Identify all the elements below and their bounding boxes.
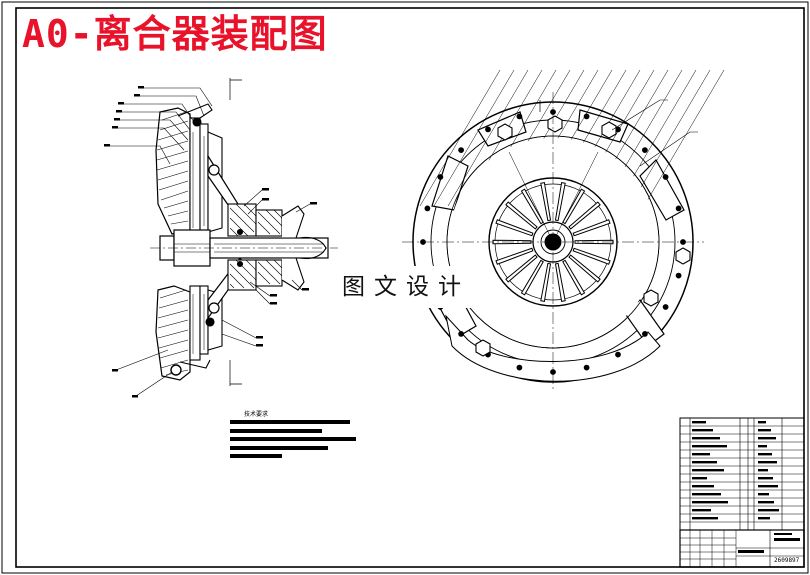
cover-bolt-hole xyxy=(424,205,431,212)
cover-bolt-hole xyxy=(662,304,669,310)
diaphragm-finger xyxy=(572,219,611,237)
input-shaft xyxy=(150,229,338,267)
cover-bolt-hole xyxy=(615,351,621,358)
diaphragm-finger xyxy=(554,262,566,302)
diaphragm-finger xyxy=(568,254,601,283)
cover-bolt-hole xyxy=(642,331,648,337)
cover-bolts xyxy=(420,109,686,375)
diaphragm-finger xyxy=(495,219,534,237)
cover-bolt-hole xyxy=(583,113,590,120)
diaphragm-finger xyxy=(562,259,586,296)
cover-bolt-hole xyxy=(642,147,648,154)
cover-bolt-hole xyxy=(485,126,491,133)
cover-bolt-hole xyxy=(458,331,465,337)
cover-bolt-hole xyxy=(516,113,523,120)
diaphragm-spring xyxy=(207,153,245,320)
diaphragm-finger xyxy=(568,201,601,230)
diaphragm-fingers xyxy=(492,182,614,302)
release-bearing xyxy=(227,203,327,291)
parts-list xyxy=(679,417,805,531)
diaphragm-finger xyxy=(520,259,544,296)
hex-nuts xyxy=(475,115,691,357)
cover-bolt-hole xyxy=(662,174,669,180)
diaphragm-finger xyxy=(540,262,552,302)
cover-bolt-hole xyxy=(437,174,444,180)
clutch-section-view xyxy=(104,78,338,398)
cover-bolt-hole xyxy=(516,364,523,371)
cover-bolt-hole xyxy=(675,272,682,279)
cover-bolt-hole xyxy=(458,147,465,154)
drawing-title: A0-离合器装配图 xyxy=(22,12,328,56)
watermark-label: 图文设计 xyxy=(332,266,480,308)
flywheel-section xyxy=(155,107,191,381)
technical-requirements xyxy=(230,420,356,458)
diaphragm-finger xyxy=(495,247,534,265)
cover-bolt-hole xyxy=(583,364,590,371)
title-block xyxy=(679,529,805,568)
diaphragm-finger xyxy=(540,182,552,222)
diaphragm-finger xyxy=(562,188,586,225)
diaphragm-finger xyxy=(554,182,566,222)
clutch-front-view xyxy=(402,70,725,392)
drawing-number: 2609897 xyxy=(774,557,800,564)
leader-lines xyxy=(108,87,311,397)
diaphragm-finger xyxy=(520,188,544,225)
parts-list-fill xyxy=(692,421,779,520)
tech-requirements-title: 技术要求 xyxy=(244,411,269,418)
diaphragm-finger xyxy=(505,201,538,230)
diaphragm-finger xyxy=(572,247,611,265)
cover-bolt-hole xyxy=(675,205,682,212)
leader-labels xyxy=(104,86,317,398)
diaphragm-finger xyxy=(505,254,538,283)
